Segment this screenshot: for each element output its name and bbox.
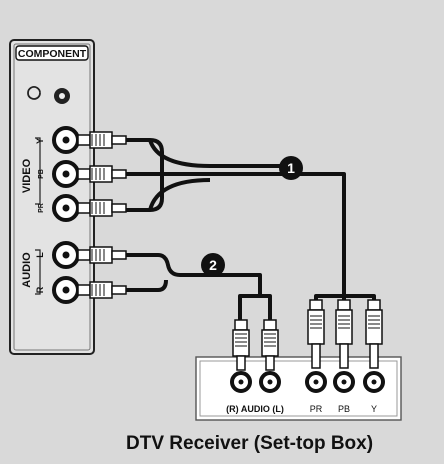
receiver-jack-pb bbox=[333, 371, 355, 393]
audio-group-label: AUDIO bbox=[21, 252, 33, 288]
tv-jack-pr bbox=[52, 194, 80, 222]
receiver-label-pb: PB bbox=[338, 404, 350, 414]
receiver-label-y: Y bbox=[371, 404, 377, 414]
receiver-side-plugs bbox=[232, 299, 383, 371]
audio-jack-label-r: R bbox=[35, 286, 45, 293]
tv-jack-pb bbox=[52, 160, 80, 188]
receiver-title: DTV Receiver (Set-top Box) bbox=[126, 433, 374, 454]
video-jack-label-pr: PR bbox=[38, 203, 45, 213]
tv-component-panel: COMPONENT VIDEO Y PB PR AUDIO L R bbox=[9, 39, 95, 355]
receiver-jacks bbox=[230, 371, 385, 393]
receiver-jack-y bbox=[363, 371, 385, 393]
audio-jack-label-l: L bbox=[35, 252, 45, 258]
video-cables bbox=[126, 138, 376, 300]
callout-2: 2 bbox=[201, 253, 225, 277]
rgb-jack-icon bbox=[27, 86, 70, 104]
component-header-label: COMPONENT bbox=[18, 48, 87, 60]
video-group-label: VIDEO bbox=[21, 158, 33, 193]
receiver-jack-audio-r bbox=[230, 371, 252, 393]
receiver-audio-caption: (R) AUDIO (L) bbox=[226, 404, 284, 414]
tv-jack-audio-r bbox=[52, 276, 80, 304]
tv-side-plugs bbox=[77, 131, 127, 299]
callout-1: 1 bbox=[279, 156, 303, 180]
video-jack-label-y: Y bbox=[35, 138, 45, 144]
receiver-jack-pr bbox=[305, 371, 327, 393]
callout-2-label: 2 bbox=[209, 257, 217, 273]
receiver-label-pr: PR bbox=[310, 404, 323, 414]
tv-jack-audio-l bbox=[52, 241, 80, 269]
tv-jack-y bbox=[52, 126, 80, 154]
video-jack-label-pb: PB bbox=[38, 169, 45, 179]
audio-cables bbox=[126, 253, 272, 320]
receiver-jack-audio-l bbox=[259, 371, 281, 393]
callout-1-label: 1 bbox=[287, 160, 295, 176]
